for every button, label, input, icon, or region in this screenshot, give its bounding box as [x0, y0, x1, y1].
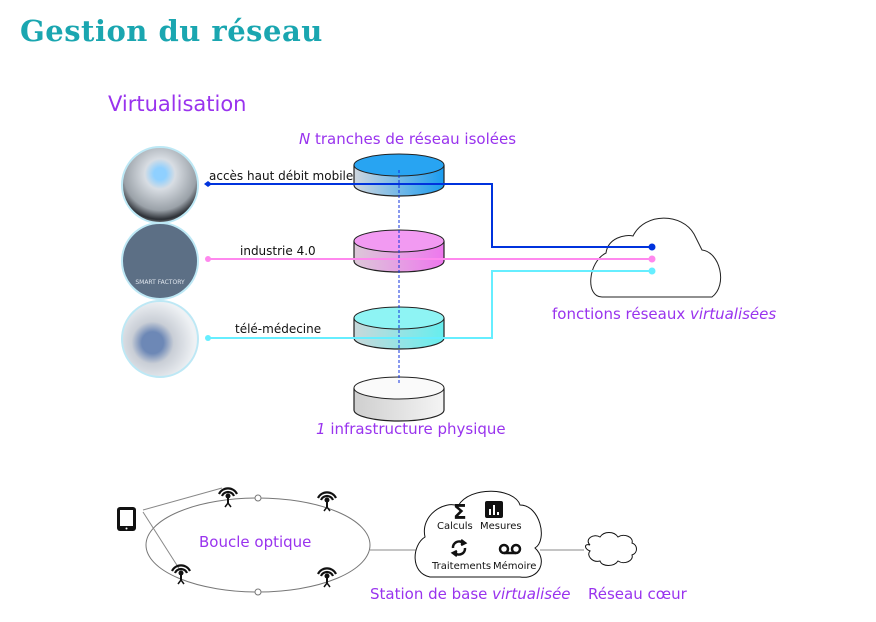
- function-label-memoire: Mémoire: [493, 561, 537, 572]
- function-label-mesures: Mesures: [480, 521, 522, 532]
- infra-count: 1: [316, 420, 326, 438]
- physical-infra-disk: [353, 376, 445, 422]
- slice-label-mobile: accès haut débit mobile: [209, 169, 354, 183]
- ring-label: Boucle optique: [199, 533, 312, 551]
- bar-chart-icon: [485, 501, 503, 518]
- cloud-label: fonctions réseaux virtualisées: [552, 305, 776, 323]
- antenna-icon: [317, 567, 337, 588]
- slices-text: tranches de réseau isolées: [310, 130, 517, 148]
- page-title: Gestion du réseau: [20, 14, 323, 48]
- core-network-cloud: [585, 532, 637, 566]
- refresh-icon: [450, 539, 468, 557]
- cloud-text-italic: virtualisées: [689, 305, 777, 323]
- core-label: Réseau cœur: [588, 585, 687, 603]
- station-text: Station de base: [370, 585, 493, 603]
- infra-label: 1 infrastructure physique: [316, 420, 506, 438]
- link-mobile: [204, 181, 656, 251]
- station-text-italic: virtualisée: [492, 585, 571, 603]
- antenna-icon: [317, 491, 337, 512]
- tablet-icon: [117, 507, 136, 531]
- section-subtitle: Virtualisation: [108, 92, 247, 116]
- cloud-text: fonctions réseaux: [552, 305, 690, 323]
- function-label-traitements: Traitements: [432, 561, 492, 572]
- slices-label: N tranches de réseau isolées: [299, 130, 516, 148]
- antenna-icon: [171, 564, 191, 585]
- virtual-functions-cloud: [590, 217, 722, 298]
- base-station-cloud: [414, 490, 542, 578]
- link-industry: [205, 255, 656, 263]
- slices-count: N: [299, 130, 311, 148]
- link-medicine: [205, 267, 656, 341]
- function-label-calculs: Calculs: [437, 521, 473, 532]
- sigma-icon: Σ: [453, 500, 467, 524]
- station-label: Station de base virtualisée: [370, 585, 571, 603]
- thumbnail-telemedicine: [121, 300, 199, 378]
- smart-factory-label: SMART FACTORY: [135, 279, 185, 286]
- slice-label-medicine: télé-médecine: [235, 322, 322, 336]
- thumbnail-smart-factory: SMART FACTORY: [121, 222, 199, 300]
- voicemail-icon: [498, 543, 522, 555]
- antenna-icon: [218, 487, 238, 508]
- infra-text: infrastructure physique: [325, 420, 506, 438]
- thumbnail-mobile-broadband: [121, 146, 199, 224]
- slice-label-industry: industrie 4.0: [240, 244, 316, 258]
